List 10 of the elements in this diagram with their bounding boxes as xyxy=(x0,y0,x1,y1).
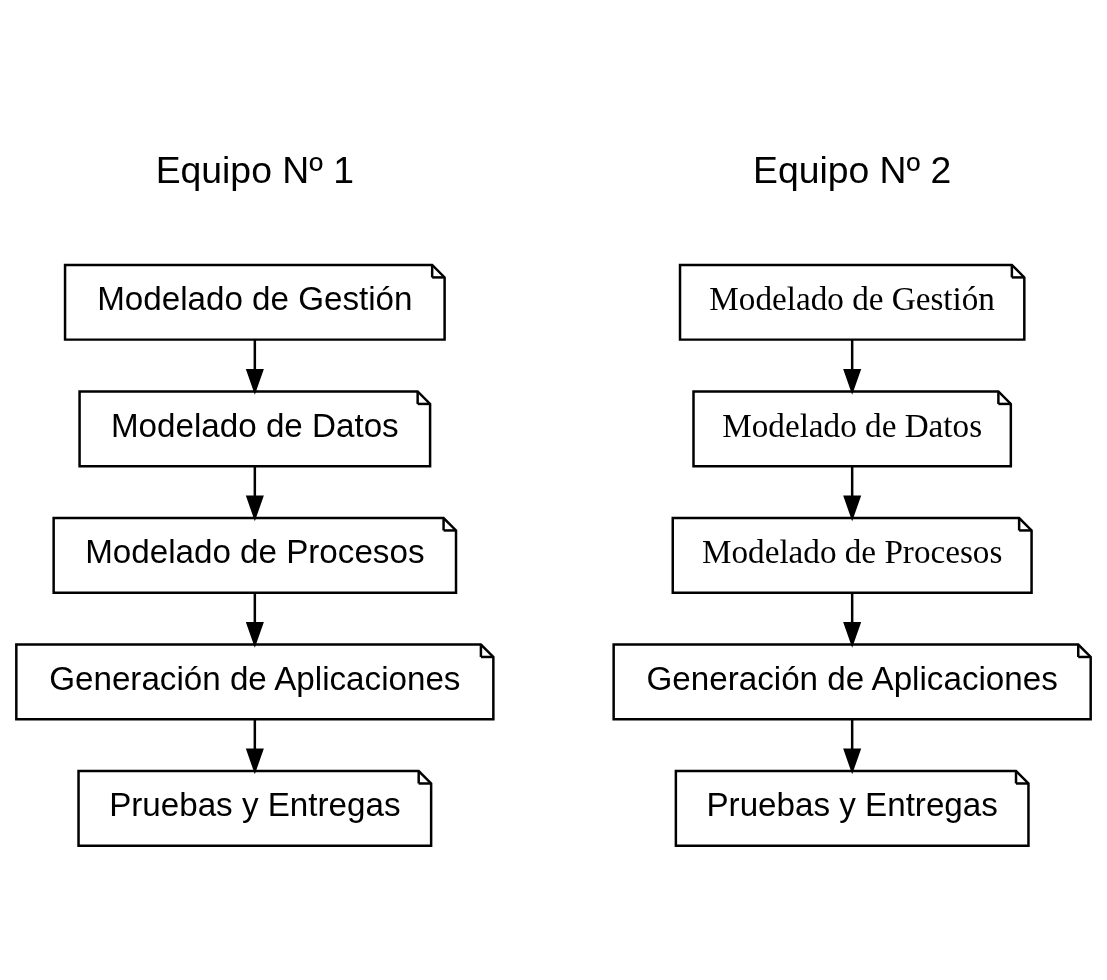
arrow xyxy=(843,466,862,522)
arrow xyxy=(843,339,862,395)
label: Equipo Nº 2 xyxy=(753,148,952,191)
arrow xyxy=(245,592,264,648)
arrow xyxy=(843,592,862,648)
arrow xyxy=(245,339,264,395)
arrow xyxy=(245,466,264,522)
arrow xyxy=(843,719,862,775)
arrow xyxy=(245,719,264,775)
label: Equipo Nº 1 xyxy=(155,148,354,191)
